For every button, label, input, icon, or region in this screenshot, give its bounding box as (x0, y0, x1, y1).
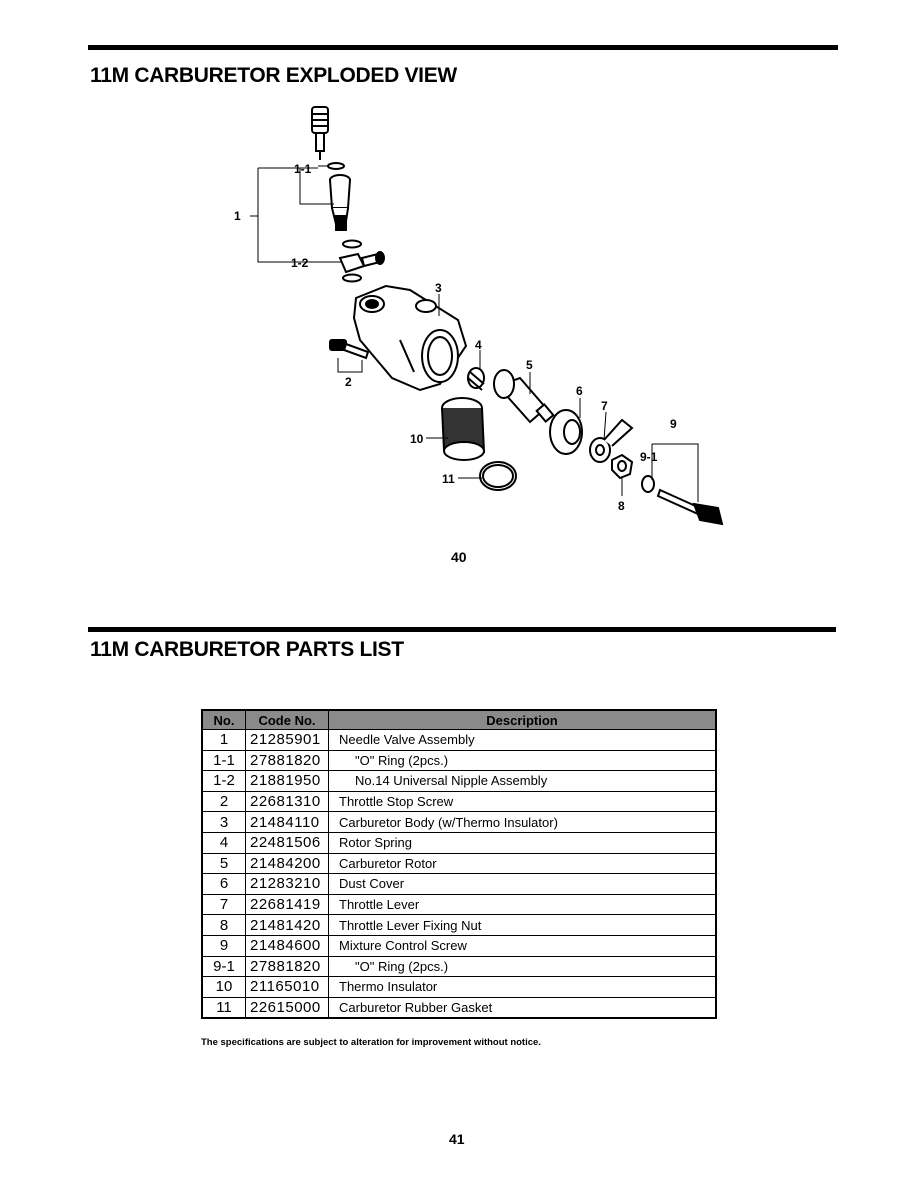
cell-no: 11 (201, 996, 246, 1019)
throttle-lever-part (589, 418, 634, 463)
carburetor-rotor-part (493, 369, 555, 424)
cell-code: 21165010 (245, 976, 329, 998)
cell-description: Carburetor Rubber Gasket (328, 996, 717, 1019)
cell-no: 7 (201, 893, 246, 916)
cell-no: 5 (201, 852, 246, 875)
cell-no: 4 (201, 831, 246, 854)
cell-no: 1-2 (201, 770, 246, 792)
cell-code: 21484110 (245, 811, 329, 833)
cell-description: Throttle Lever Fixing Nut (328, 914, 717, 936)
header-no: No. (201, 709, 246, 730)
cell-description: Throttle Stop Screw (328, 790, 717, 813)
cell-code: 21484200 (245, 852, 329, 875)
callout-6: 6 (576, 384, 583, 398)
cell-no: 3 (201, 811, 246, 833)
cell-code: 27881820 (245, 749, 329, 772)
cell-description: "O" Ring (2pcs.) (328, 955, 717, 978)
cell-description: Rotor Spring (328, 831, 717, 854)
cell-description: No.14 Universal Nipple Assembly (328, 770, 717, 792)
exploded-view-diagram: 1 1-1 1-2 2 3 4 5 6 7 8 9 9-1 10 11 (234, 106, 724, 526)
mixture-control-screw-part (656, 488, 724, 526)
callout-1-1: 1-1 (294, 162, 312, 176)
cell-no: 2 (201, 790, 246, 813)
callout-3: 3 (435, 281, 442, 295)
parts-list-title: 11M CARBURETOR PARTS LIST (90, 638, 404, 661)
cell-code: 21285901 (245, 729, 329, 751)
fixing-nut-part (611, 453, 634, 480)
callout-9: 9 (670, 417, 677, 431)
cell-code: 22681419 (245, 893, 329, 916)
dust-cover-part (549, 409, 583, 455)
cell-no: 9-1 (201, 955, 246, 978)
header-description: Description (328, 709, 717, 730)
cell-description: Carburetor Body (w/Thermo Insulator) (328, 811, 717, 833)
callout-2: 2 (345, 375, 352, 389)
cell-description: Dust Cover (328, 873, 717, 895)
cell-code: 22481506 (245, 831, 329, 854)
header-code: Code No. (245, 709, 329, 730)
needle-body-part (329, 174, 351, 231)
middle-rule (88, 627, 836, 632)
parts-table-header: No. Code No. Description (201, 709, 717, 730)
cell-no: 8 (201, 914, 246, 936)
page-number-41: 41 (449, 1131, 465, 1147)
nipple-assembly-part (338, 239, 385, 283)
cell-code: 21283210 (245, 873, 329, 895)
callout-10: 10 (410, 432, 424, 446)
callout-1: 1 (234, 209, 241, 223)
specifications-footnote: The specifications are subject to altera… (201, 1037, 541, 1048)
top-rule (88, 45, 838, 50)
cell-description: Needle Valve Assembly (328, 729, 717, 751)
cell-description: Thermo Insulator (328, 976, 717, 998)
callout-4: 4 (475, 338, 482, 352)
cell-code: 27881820 (245, 955, 329, 978)
rotor-spring-part (467, 367, 485, 391)
exploded-view-title: 11M CARBURETOR EXPLODED VIEW (90, 64, 457, 87)
cell-description: "O" Ring (2pcs.) (328, 749, 717, 772)
callout-11: 11 (442, 472, 455, 486)
needle-valve-part (311, 106, 329, 160)
cell-no: 6 (201, 873, 246, 895)
cell-code: 21484600 (245, 934, 329, 957)
cell-code: 22681310 (245, 790, 329, 813)
cell-description: Carburetor Rotor (328, 852, 717, 875)
cell-code: 22615000 (245, 996, 329, 1019)
o-ring-9-1 (641, 475, 655, 493)
cell-description: Throttle Lever (328, 893, 717, 916)
cell-code: 21881950 (245, 770, 329, 792)
cell-no: 9 (201, 934, 246, 957)
cell-no: 10 (201, 976, 246, 998)
carburetor-body-part (352, 284, 468, 392)
o-ring-1-1 (327, 162, 345, 170)
page-number-40: 40 (451, 549, 467, 565)
cell-description: Mixture Control Screw (328, 934, 717, 957)
cell-no: 1 (201, 729, 246, 751)
callout-8: 8 (618, 499, 625, 513)
throttle-stop-screw-part (329, 339, 370, 360)
callout-7: 7 (601, 399, 608, 413)
cell-no: 1-1 (201, 749, 246, 772)
callout-5: 5 (526, 358, 533, 372)
callout-1-2: 1-2 (291, 256, 309, 270)
thermo-insulator-part (441, 397, 486, 461)
cell-code: 21481420 (245, 914, 329, 936)
callout-9-1: 9-1 (640, 450, 658, 464)
